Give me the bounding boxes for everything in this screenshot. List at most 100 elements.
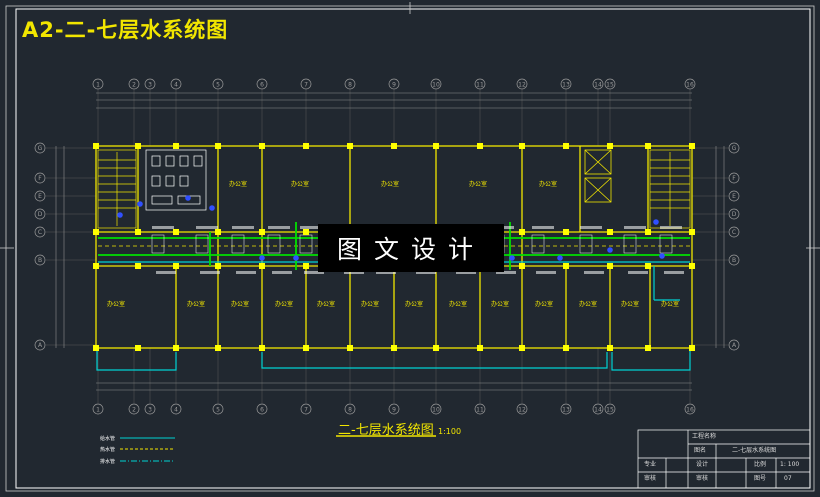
balconies: [96, 346, 691, 371]
column-marker: [215, 229, 221, 235]
room-label: 办公室: [291, 180, 309, 188]
column-marker: [563, 229, 569, 235]
column-marker: [563, 263, 569, 269]
axis-bubble: [728, 339, 740, 351]
column-marker: [645, 143, 651, 149]
title-block-drawing-no-value: 07: [784, 475, 792, 482]
title-block-grid: [637, 429, 811, 489]
column-marker: [519, 229, 525, 235]
fixture-tag: [496, 271, 516, 274]
axis-bubble: [728, 142, 740, 154]
column-marker: [519, 143, 525, 149]
column-marker: [391, 345, 397, 351]
elevator-shafts: [584, 149, 612, 203]
page-title: A2-二-七层水系统图: [22, 18, 229, 42]
axis-label: 16: [686, 407, 694, 414]
axis-bubble: [144, 403, 156, 415]
column-marker: [645, 345, 651, 351]
room-label: 办公室: [621, 300, 639, 308]
fixture-tag: [660, 226, 682, 229]
column-marker: [391, 143, 397, 149]
column-marker: [259, 143, 265, 149]
title-block-name-label: 图名: [694, 447, 707, 454]
column-marker: [135, 263, 141, 269]
room-label: 办公室: [579, 300, 597, 308]
axis-bubble: [34, 208, 46, 220]
column-marker: [433, 143, 439, 149]
dimension-lines-bottom: [96, 382, 692, 391]
title-block-design-label: 设计: [696, 461, 709, 468]
legend-lines: [120, 437, 175, 462]
riser-point: [557, 255, 563, 261]
axis-bubble: [684, 78, 696, 90]
column-marker: [259, 345, 265, 351]
fixture-tag: [196, 226, 218, 229]
axis-bubble: [474, 78, 486, 90]
column-marker: [477, 143, 483, 149]
column-marker: [303, 229, 309, 235]
fixture-tag: [456, 271, 476, 274]
axis-label: 14: [594, 407, 602, 414]
fixture-tag: [532, 226, 554, 229]
axis-bubble: [34, 254, 46, 266]
watermark-banner: 图文设计: [318, 224, 504, 272]
axis-bubble: [128, 78, 140, 90]
axis-bubble: [34, 172, 46, 184]
axis-label: 9: [392, 82, 396, 89]
room-label: 办公室: [661, 300, 679, 308]
axis-label: 12: [518, 82, 526, 89]
fixture-tag: [156, 271, 176, 274]
axis-bubble: [170, 78, 182, 90]
title-block-name-value: 二-七层水系统图: [732, 447, 777, 454]
column-marker: [607, 229, 613, 235]
axis-label: 13: [562, 82, 570, 89]
axis-bubble: [592, 78, 604, 90]
column-marker: [93, 263, 99, 269]
axis-label: G: [38, 145, 43, 152]
axis-label: 5: [216, 82, 220, 89]
axis-bubble: [34, 142, 46, 154]
axis-label: C: [732, 229, 736, 236]
axis-label: 4: [174, 82, 178, 89]
axis-label: 6: [260, 407, 264, 414]
title-block-ratio-value: 1: 100: [780, 461, 800, 468]
axis-label: 8: [348, 407, 352, 414]
axis-label: 1: [96, 407, 100, 414]
column-marker: [689, 143, 695, 149]
title-block-major-label: 专业: [644, 461, 657, 468]
riser-point: [185, 195, 191, 201]
fixture-tag: [624, 226, 646, 229]
dimension-lines-top: [96, 92, 692, 109]
axis-label: E: [732, 193, 736, 200]
fixture-tag: [536, 271, 556, 274]
inner-frame: [15, 8, 811, 489]
riser-point: [509, 255, 515, 261]
column-marker: [259, 229, 265, 235]
legend-label-drain: 排水管: [100, 459, 116, 465]
axis-bubble: [728, 254, 740, 266]
axis-bubble: [604, 78, 616, 90]
axis-bubble: [212, 78, 224, 90]
axis-bubble: [684, 403, 696, 415]
column-marker: [347, 345, 353, 351]
column-marker: [607, 345, 613, 351]
fixture-box: [531, 234, 545, 254]
fixture-tag: [300, 226, 322, 229]
column-marker: [93, 143, 99, 149]
axis-bubble: [256, 403, 268, 415]
column-marker: [93, 229, 99, 235]
axis-label: 14: [594, 82, 602, 89]
column-marker: [215, 143, 221, 149]
column-marker: [689, 345, 695, 351]
column-marker: [259, 263, 265, 269]
legend-label-hot: 热水管: [100, 447, 116, 453]
axis-label: 7: [304, 82, 308, 89]
riser-point: [137, 201, 143, 207]
title-block-project-label: 工程名称: [692, 433, 717, 440]
room-label: 办公室: [361, 300, 379, 308]
column-marker: [303, 345, 309, 351]
axis-label: 2: [132, 407, 136, 414]
axis-label: 1: [96, 82, 100, 89]
